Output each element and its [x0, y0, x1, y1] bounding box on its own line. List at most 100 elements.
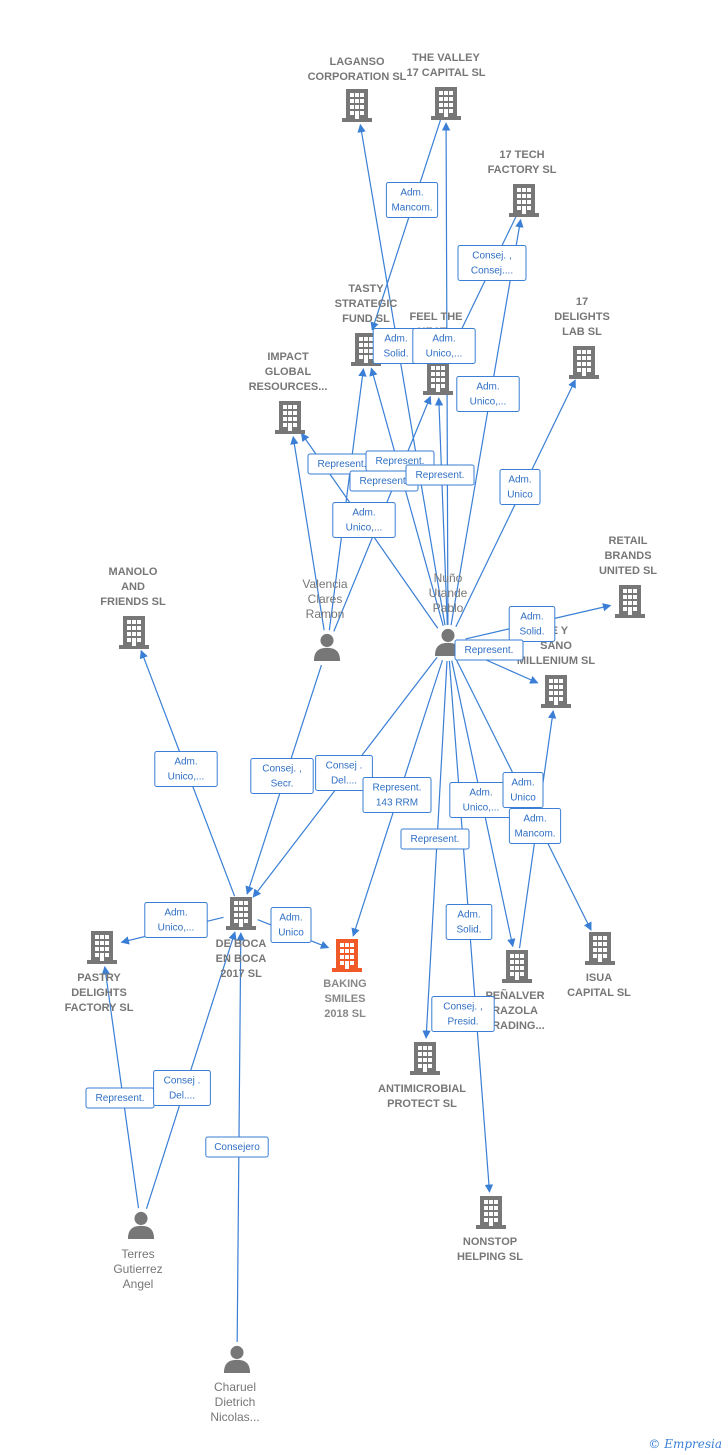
relation-text: Adm.Unico,...: [158, 908, 195, 934]
relation-text: Adm.Mancom.: [514, 814, 555, 840]
node-label-line: Gutierrez: [113, 1262, 162, 1276]
node-label-line: EN BOCA: [216, 953, 267, 965]
relation-text-line: Represent.: [416, 470, 465, 481]
focus-building-icon: [332, 939, 362, 972]
node-label-line: FUND SL: [342, 313, 390, 325]
relation-text: Adm.Solid.: [456, 910, 481, 936]
relation-label[interactable]: Adm.Unico,...: [332, 502, 396, 538]
relation-label[interactable]: Represent.: [85, 1087, 155, 1109]
relation-text-line: Adm.: [384, 334, 407, 345]
node-label-line: 17: [576, 296, 588, 308]
relation-text-line: Adm.: [164, 908, 187, 919]
relation-text: Represent.: [360, 476, 409, 487]
relation-label[interactable]: Adm.Mancom.: [508, 808, 562, 844]
relation-box: [250, 758, 314, 794]
node-label-line: PEÑALVER: [485, 989, 544, 1002]
relation-label[interactable]: Represent.: [454, 639, 524, 661]
node-label-line: SANO: [540, 640, 572, 652]
relation-text: Adm.Unico: [510, 778, 536, 804]
node-label-line: Pablo: [433, 601, 464, 615]
relation-label[interactable]: Adm. Solid.: [372, 328, 420, 364]
relation-text-line: Adm.: [508, 475, 531, 486]
relation-box: [456, 376, 520, 412]
relation-text-line: Unico: [278, 928, 304, 939]
relation-label[interactable]: Adm.Unico,...: [412, 328, 476, 364]
relation-label[interactable]: Adm.Solid.: [508, 606, 556, 642]
relation-text: Represent.143 RRM: [373, 783, 422, 809]
relation-text-line: Represent.: [465, 645, 514, 656]
relation-label[interactable]: Adm.Unico,...: [144, 902, 208, 938]
relation-label[interactable]: Consej. ,Consej....: [457, 245, 527, 281]
person-icon: [313, 633, 341, 661]
node-label-line: BAKING: [323, 978, 366, 990]
relation-label[interactable]: Represent.: [405, 464, 475, 486]
node-label-line: Nuño: [434, 571, 463, 585]
building-icon: [509, 184, 539, 217]
edge-nuno-tasty: [369, 367, 444, 626]
relation-label[interactable]: Consej. ,Presid.: [431, 996, 495, 1032]
brand-name: Empresia: [664, 1437, 722, 1451]
relation-text-line: Consejero: [214, 1142, 260, 1153]
node-label-line: Charuel: [214, 1380, 256, 1394]
node-label-line: SMILES: [325, 993, 366, 1005]
relation-text-line: Solid.: [456, 925, 481, 936]
building-icon: [615, 585, 645, 618]
relation-label[interactable]: Consej. ,Secr.: [250, 758, 314, 794]
relation-text-line: Adm.: [476, 382, 499, 393]
relation-label[interactable]: Represent.: [400, 828, 470, 850]
node-label-line: PASTRY: [77, 972, 121, 984]
relation-box: [332, 502, 396, 538]
node-label-line: PROTECT SL: [387, 1098, 457, 1110]
edge-nuno-feel: [434, 397, 448, 626]
relation-label[interactable]: Adm.Mancom.: [385, 182, 439, 218]
relation-label[interactable]: Adm.Unico,...: [456, 376, 520, 412]
relation-box: [144, 902, 208, 938]
relation-label[interactable]: Adm.Unico: [502, 772, 544, 808]
building-icon: [541, 675, 571, 708]
relation-label[interactable]: Consejero: [205, 1136, 269, 1158]
node-label-line: DELIGHTS: [554, 311, 610, 323]
relation-text: Represent.: [318, 459, 367, 470]
relation-label[interactable]: Adm.Solid.: [445, 904, 493, 940]
node-label-line: LAB SL: [562, 326, 602, 338]
relation-box: [153, 1070, 211, 1106]
node-label-line: TRADING...: [485, 1020, 544, 1032]
node-label-line: Terres: [121, 1247, 154, 1261]
credit-mark[interactable]: © Empresia: [648, 1437, 722, 1451]
relation-label[interactable]: Adm.Unico: [499, 469, 541, 505]
relation-label[interactable]: Consej .Del....: [315, 755, 373, 791]
relation-label[interactable]: Adm.Unico: [270, 907, 312, 943]
relation-label[interactable]: Represent.143 RRM: [362, 777, 432, 813]
relation-label[interactable]: Consej .Del....: [153, 1070, 211, 1106]
relation-text: Consejero: [214, 1142, 260, 1153]
edge-nuno-tech17: [450, 218, 524, 626]
building-icon: [431, 87, 461, 120]
relation-text: Adm.Unico,...: [426, 334, 463, 360]
relation-text-line: Solid.: [383, 349, 408, 360]
edge-terres-pastry: [101, 965, 140, 1209]
relation-text-line: Del....: [169, 1091, 195, 1102]
relation-label[interactable]: Adm.Unico,...: [154, 751, 218, 787]
relation-text-line: Adm.: [523, 814, 546, 825]
